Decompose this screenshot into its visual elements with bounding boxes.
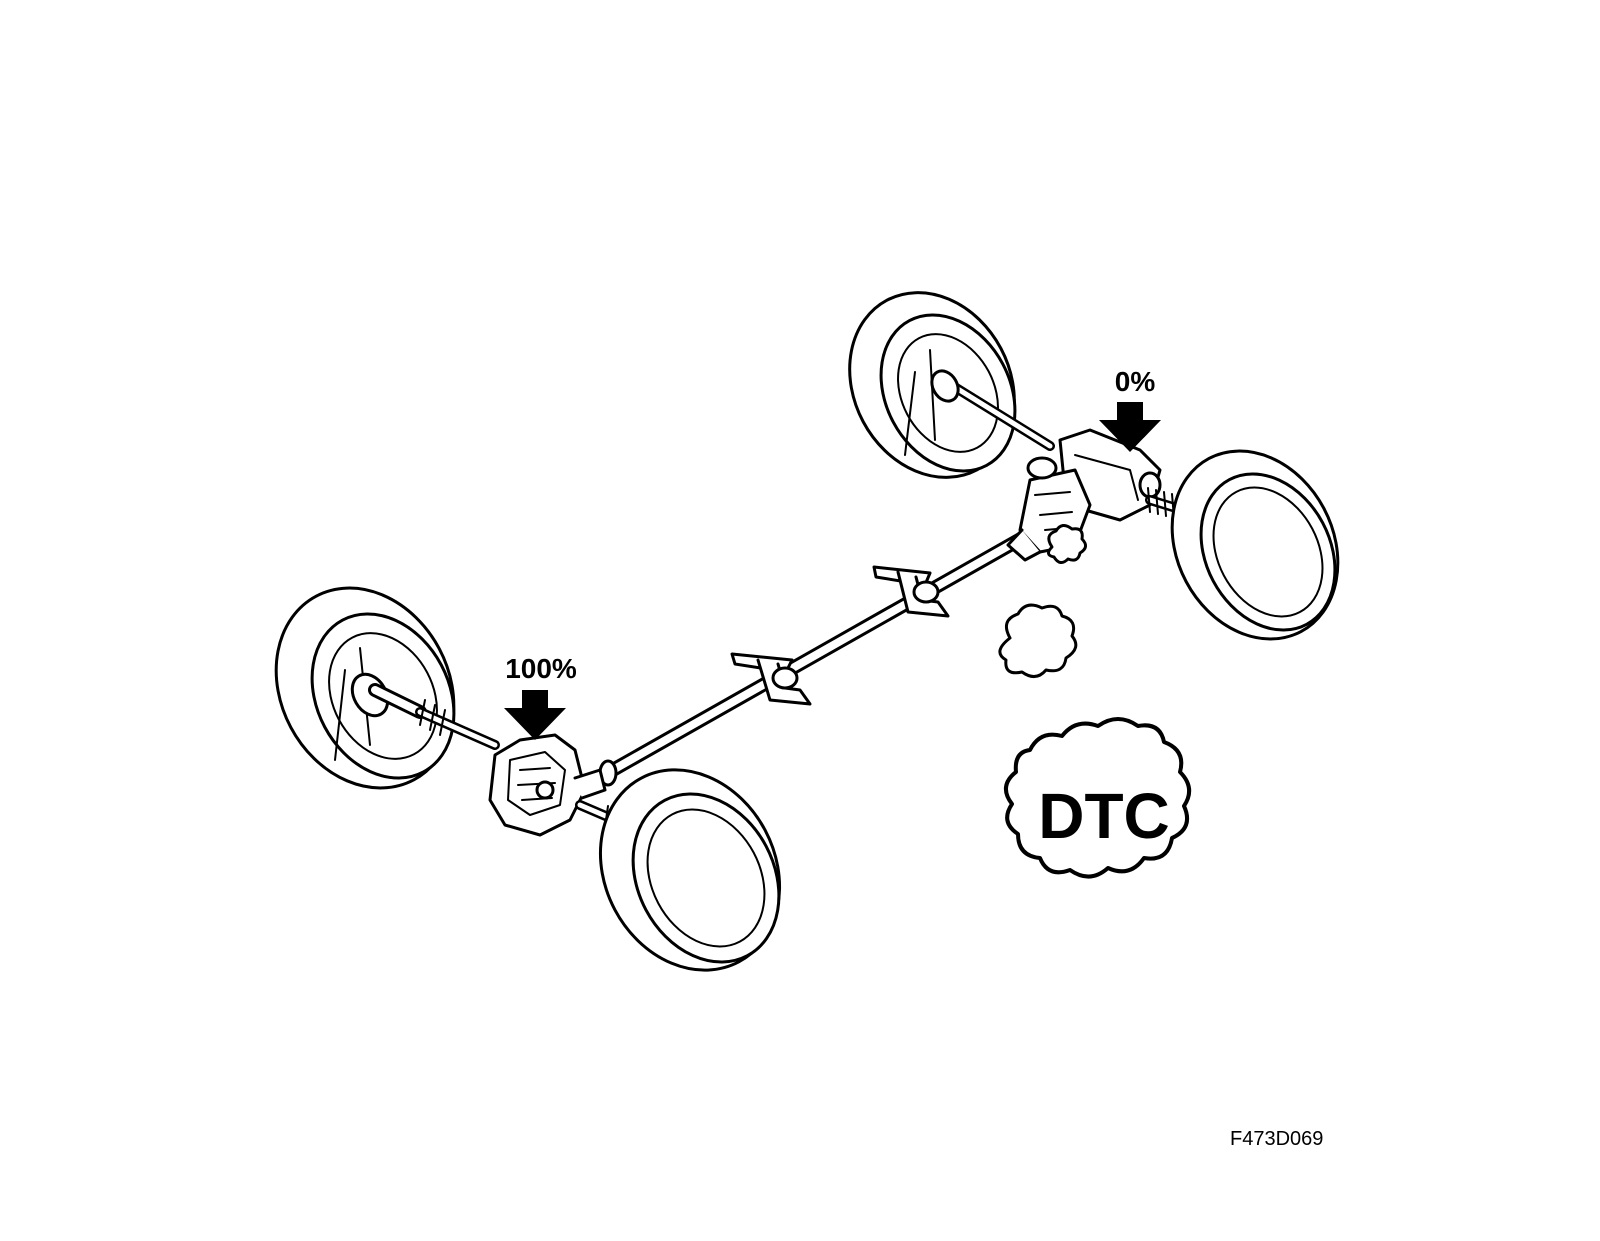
wheel-front-right: [598, 768, 782, 972]
thought-bubble-medium: [998, 603, 1078, 678]
shaft-bracket-front: [730, 652, 812, 706]
rear-left-halfshaft: [930, 369, 1055, 451]
thought-bubble-small: [1047, 524, 1087, 564]
front-differential: [488, 733, 607, 837]
propeller-shaft: [597, 521, 1047, 787]
front-torque-percent: 100%: [505, 653, 577, 684]
cloud-icon: [1004, 717, 1192, 879]
shaft-bracket-rear: [872, 565, 950, 618]
front-left-halfshaft: [350, 672, 500, 750]
figure-code: F473D069: [1230, 1128, 1324, 1150]
down-arrow-icon: [1099, 402, 1161, 452]
rear-torque-percent: 0%: [1115, 366, 1156, 397]
wheel-rear-right: [1170, 449, 1340, 641]
down-arrow-icon: [504, 690, 566, 740]
dtc-label: DTC: [1038, 780, 1170, 852]
